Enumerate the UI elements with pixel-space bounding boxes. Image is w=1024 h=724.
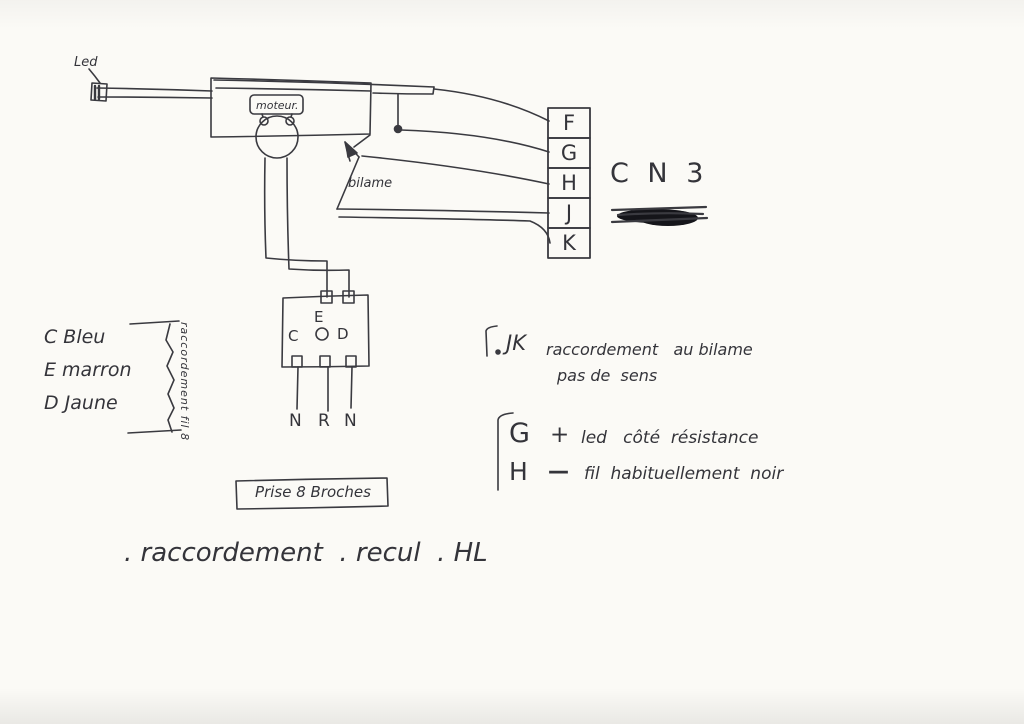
prise-connector-drawing: [281, 290, 370, 412]
page-caption: . raccordement . recul . HL: [124, 538, 488, 568]
wire-label-r: R: [318, 411, 330, 431]
note-jk-key: JK: [506, 331, 526, 355]
note-g-sign: +: [550, 422, 570, 448]
cn3-connector-block: [547, 107, 591, 259]
legend-bracket-label: raccordement fil 8: [178, 322, 191, 442]
note-h-key: H: [509, 457, 528, 486]
prise-pin-e: E: [314, 308, 324, 326]
ink-scribble: [610, 205, 709, 226]
legend-entry-c: C Bleu: [44, 326, 106, 348]
actuator-drawing: [88, 68, 435, 148]
note-h-text: fil habituellement noir: [584, 464, 784, 484]
bilame-symbol: [336, 141, 360, 210]
cn3-pin-j: J: [565, 201, 573, 225]
note-g-text: led côté résistance: [581, 428, 759, 448]
note-g-key: G: [509, 418, 530, 449]
note-h-sign: —: [548, 459, 569, 483]
note-jk-line2: pas de sens: [557, 366, 658, 385]
prise-caption: Prise 8 Broches: [255, 483, 371, 501]
cn3-pin-h: H: [561, 171, 577, 195]
prise-caption-box: [235, 477, 389, 510]
motor-label: moteur.: [256, 99, 299, 112]
cn3-pin-g: G: [560, 141, 578, 165]
wire-label-n1: N: [289, 411, 302, 431]
legend-entry-d: D Jaune: [44, 392, 118, 414]
wires-to-cn3: [336, 88, 551, 244]
prise-pin-d: D: [337, 325, 349, 343]
cn3-pin-f: F: [562, 111, 576, 135]
motor-wires-down: [263, 157, 350, 298]
wire-label-n2: N: [344, 411, 357, 431]
led-label: Led: [74, 55, 98, 70]
prise-pin-c: C: [288, 327, 299, 345]
jk-bracket: [485, 325, 501, 357]
gh-bracket: [497, 412, 514, 491]
cn3-title: C N 3: [610, 158, 709, 189]
note-jk-line1: raccordement au bilame: [546, 340, 753, 359]
legend-entry-e: E marron: [44, 359, 132, 381]
legend-bracket: [127, 320, 182, 434]
cn3-pin-k: K: [562, 231, 576, 255]
bilame-label: bilame: [348, 176, 393, 191]
junction-dot: [393, 124, 403, 134]
motor-symbol: [249, 94, 304, 159]
